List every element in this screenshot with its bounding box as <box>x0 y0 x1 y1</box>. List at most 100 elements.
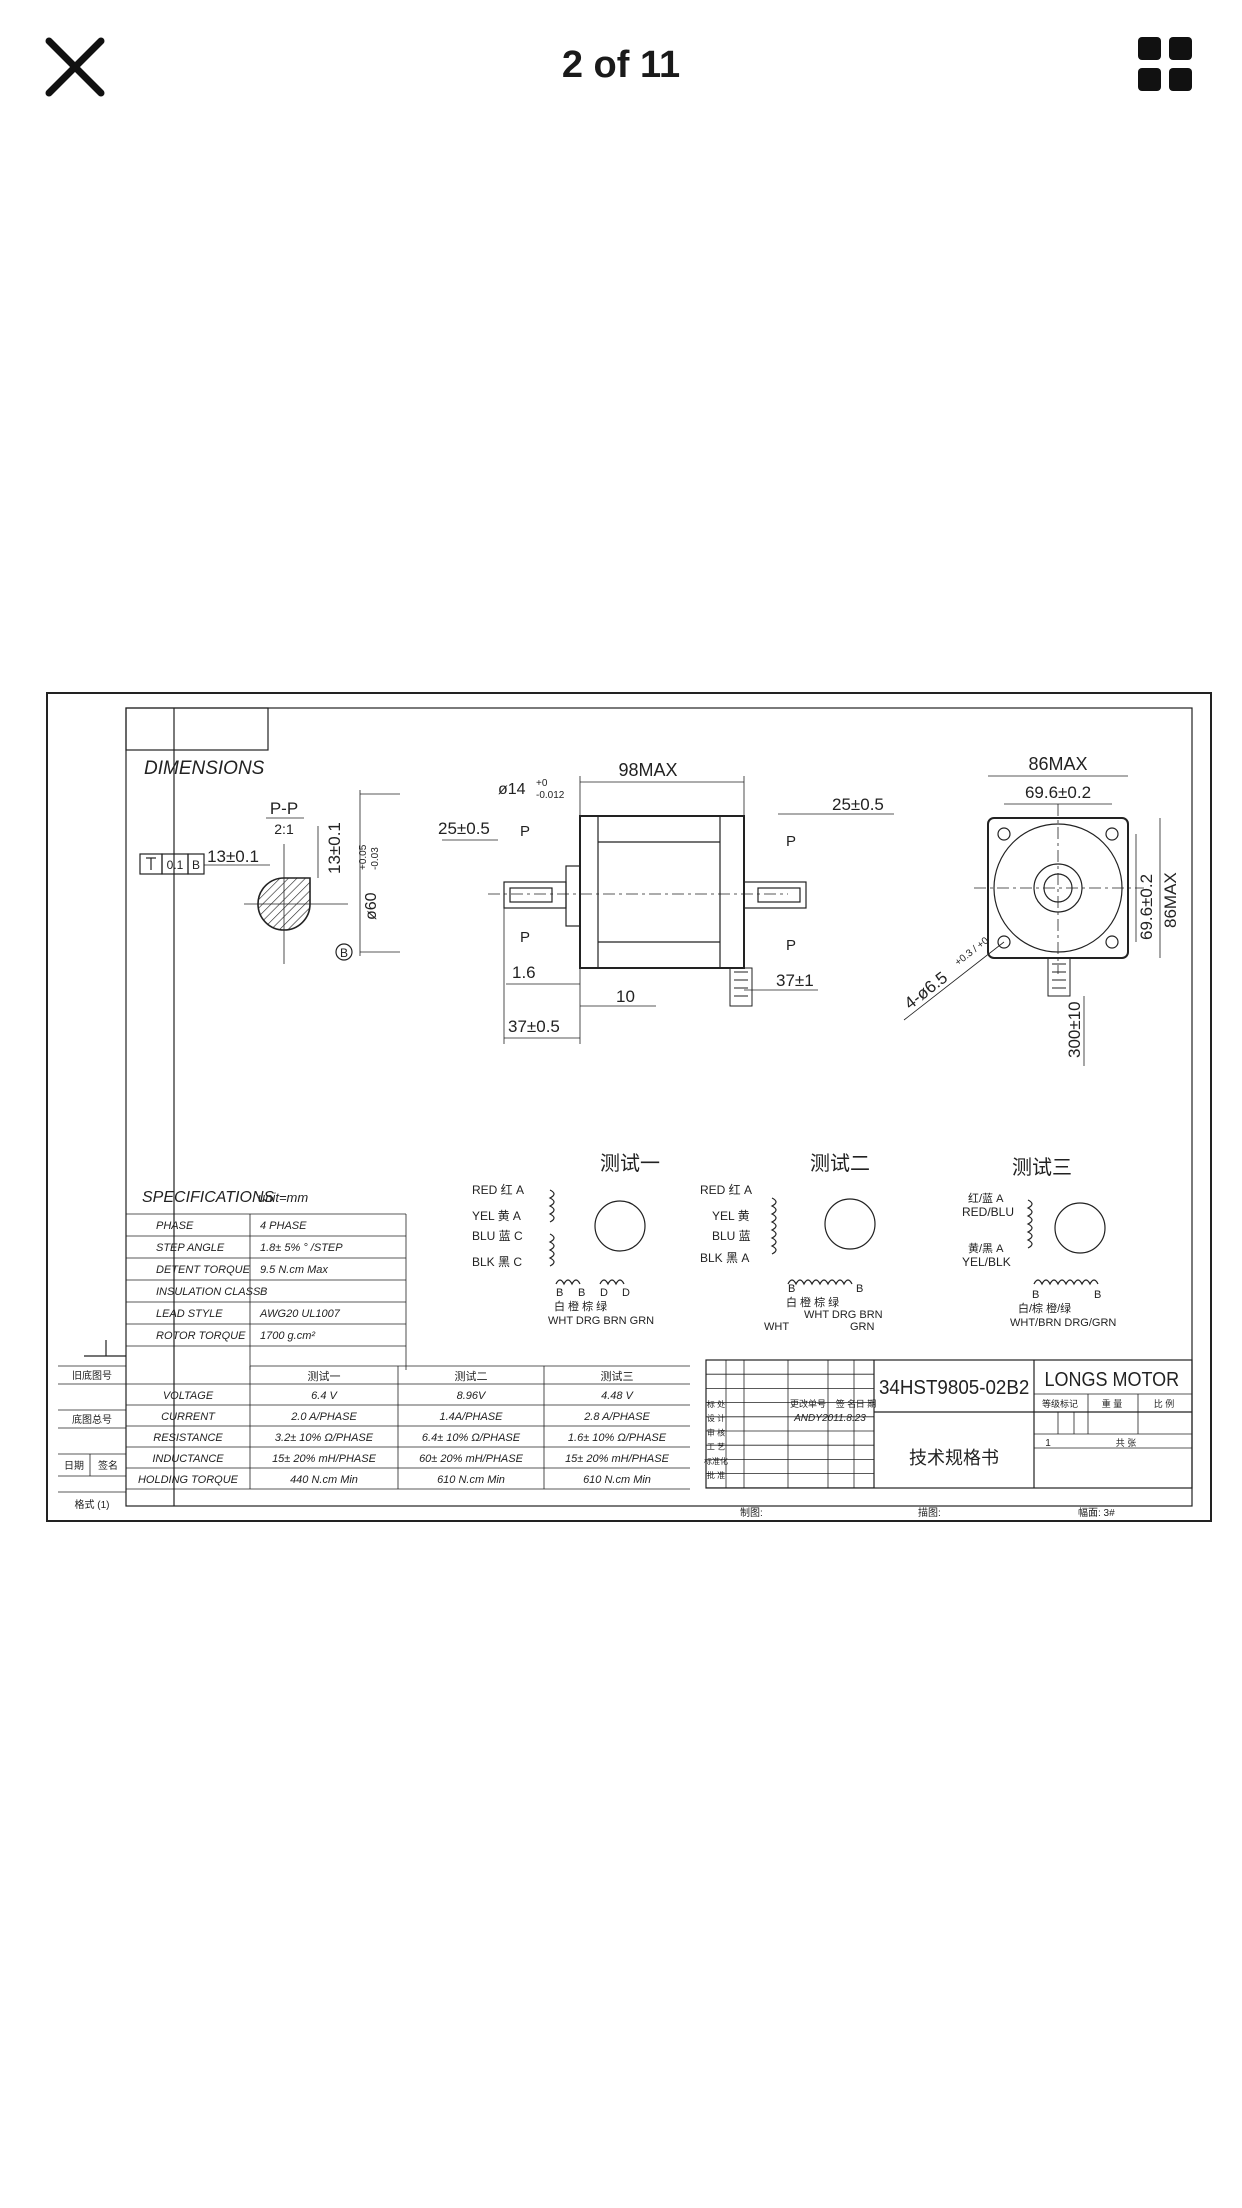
perf-key: CURRENT <box>161 1411 216 1423</box>
perf-value: 610 N.cm Min <box>583 1474 651 1486</box>
spec-key: ROTOR TORQUE <box>156 1330 246 1342</box>
tb-footer-traced: 描图: <box>918 1506 941 1519</box>
grid-icon <box>1138 37 1192 91</box>
spec-key: INSULATION CLASS <box>156 1286 261 1298</box>
pilot-tol-dn: -0.03 <box>370 847 381 870</box>
grid-view-button[interactable] <box>1138 37 1192 91</box>
top-bar: 2 of 11 <box>0 0 1242 130</box>
tb-row-label: 批 准 <box>707 1470 725 1480</box>
t2-blu: BLU 蓝 <box>712 1229 751 1243</box>
perf-value: 6.4± 10% Ω/PHASE <box>422 1432 521 1444</box>
tb-footer-size: 幅面: 3# <box>1078 1506 1115 1519</box>
spec-value: 1700 g.cm² <box>260 1330 315 1342</box>
left-strip: 旧底图号 底图总号 日期 签名 格式 (1) <box>58 1365 126 1511</box>
left-label-format: 格式 (1) <box>75 1498 110 1511</box>
t3-yelblk: YEL/BLK <box>962 1255 1011 1269</box>
t1-yel: YEL 黄 A <box>472 1209 521 1223</box>
pilot-dia: ø60 <box>363 892 380 920</box>
company-name: LONGS MOTOR <box>1044 1369 1179 1391</box>
drawing-image[interactable]: DIMENSIONS P-P 2:1 0.1 B 13±0.1 13±0.1 B… <box>46 692 1212 1522</box>
bolt-pitch: 69.6±0.2 <box>1025 783 1091 802</box>
tb-row-label: 标 处 <box>707 1399 725 1409</box>
tb-col-sign: 签 名 <box>836 1398 857 1409</box>
t2-blk: BLK 黑 A <box>700 1251 749 1265</box>
t1-d: D <box>600 1287 608 1299</box>
perf-value: 2.0 A/PHASE <box>290 1411 357 1423</box>
spec-key: PHASE <box>156 1220 194 1232</box>
t1-b2: B <box>578 1287 585 1299</box>
dim-37-1: 37±1 <box>776 971 814 990</box>
p-mark-4: P <box>786 937 796 954</box>
flat-height-dim: 13±0.1 <box>325 822 344 874</box>
frame-max: 86MAX <box>1028 754 1087 774</box>
spec-value: AWG20 UL1007 <box>259 1308 341 1320</box>
p-mark-1: P <box>520 823 530 840</box>
perf-value: 440 N.cm Min <box>290 1474 358 1486</box>
dim-10: 10 <box>616 987 635 1006</box>
spec-value: B <box>260 1286 267 1298</box>
tb-col-date: 日 期 <box>856 1399 877 1409</box>
t2-wht: WHT <box>764 1321 789 1333</box>
t1-en: WHT DRG BRN GRN <box>548 1315 654 1327</box>
t2-en: WHT DRG BRN <box>804 1309 883 1321</box>
left-label-sign: 签名 <box>98 1459 118 1472</box>
title-block: 34HST9805-02B2 LONGS MOTOR 技术规格书 等级标记 重 … <box>705 1359 1193 1519</box>
perf-key: RESISTANCE <box>153 1432 223 1444</box>
shaft-tol-dn: -0.012 <box>536 790 565 801</box>
tb-designer: ANDY <box>793 1413 823 1424</box>
spec-key: DETENT TORQUE <box>156 1264 251 1276</box>
perf-value: 8.96V <box>457 1390 487 1402</box>
t1-b: B <box>556 1287 563 1299</box>
perf-value: 15± 20% mH/PHASE <box>565 1453 670 1465</box>
perf-value: 1.6± 10% Ω/PHASE <box>568 1432 667 1444</box>
tb-weight: 重 量 <box>1102 1398 1123 1409</box>
test2-label: 测试二 <box>810 1151 870 1175</box>
shaft-tol-up: +0 <box>536 778 548 789</box>
datum-ref: B <box>192 858 200 872</box>
section-scale: 2:1 <box>274 821 294 837</box>
spec-unit: unit=mm <box>258 1190 308 1205</box>
tb-date: 2011.8.23 <box>821 1413 866 1424</box>
doc-title: 技术规格书 <box>909 1448 999 1469</box>
perf-value: 3.2± 10% Ω/PHASE <box>275 1432 374 1444</box>
t1-blu: BLU 蓝 C <box>472 1229 523 1243</box>
spec-key: STEP ANGLE <box>156 1242 225 1254</box>
t2-red: RED 红 A <box>700 1182 752 1197</box>
t3-a2: 黄/黑 A <box>968 1241 1004 1255</box>
spec-value: 1.8± 5% ° /STEP <box>260 1242 343 1254</box>
datum-mark: B <box>340 946 348 960</box>
t2-grn: GRN <box>850 1321 875 1333</box>
t1-cn: 白 橙 棕 绿 <box>554 1299 607 1313</box>
spec-value: 4 PHASE <box>260 1220 307 1232</box>
shaft-dia: ø14 <box>498 781 526 798</box>
perf-value: 2.8 A/PHASE <box>583 1411 650 1423</box>
t1-d2: D <box>622 1287 630 1299</box>
technical-drawing: DIMENSIONS P-P 2:1 0.1 B 13±0.1 13±0.1 B… <box>58 707 1193 1519</box>
tb-row-label: 设 计 <box>707 1413 725 1423</box>
t2-yel: YEL 黄 <box>712 1209 750 1223</box>
close-button[interactable] <box>40 32 110 102</box>
p-mark-2: P <box>520 929 530 946</box>
section-label: P-P <box>270 799 298 818</box>
dimensions-title: DIMENSIONS <box>144 758 265 779</box>
page-counter: 2 of 11 <box>561 44 681 86</box>
t3-cn: 白/棕 橙/绿 <box>1018 1301 1071 1315</box>
perf-header: 测试二 <box>455 1370 488 1383</box>
t1-blk: BLK 黑 C <box>472 1255 522 1269</box>
tb-grade: 等级标记 <box>1042 1398 1078 1409</box>
pilot-tol-up: +0.05 <box>358 844 369 870</box>
t1-red: RED 红 A <box>472 1182 524 1197</box>
tb-scale: 比 例 <box>1154 1398 1175 1409</box>
perf-key: VOLTAGE <box>163 1390 214 1402</box>
test1-label: 测试一 <box>600 1151 660 1175</box>
flat-width-dim: 13±0.1 <box>207 847 259 866</box>
perf-value: 4.48 V <box>601 1390 634 1402</box>
rear-shaft-len: 25±0.5 <box>832 795 884 814</box>
front-shaft-len: 25±0.5 <box>438 819 490 838</box>
left-label-date: 日期 <box>64 1460 84 1472</box>
frame-max-v: 86MAX <box>1161 872 1180 928</box>
spec-key: LEAD STYLE <box>156 1308 223 1320</box>
tb-sheet: 1 <box>1045 1438 1051 1449</box>
t2-b: B <box>788 1283 795 1295</box>
